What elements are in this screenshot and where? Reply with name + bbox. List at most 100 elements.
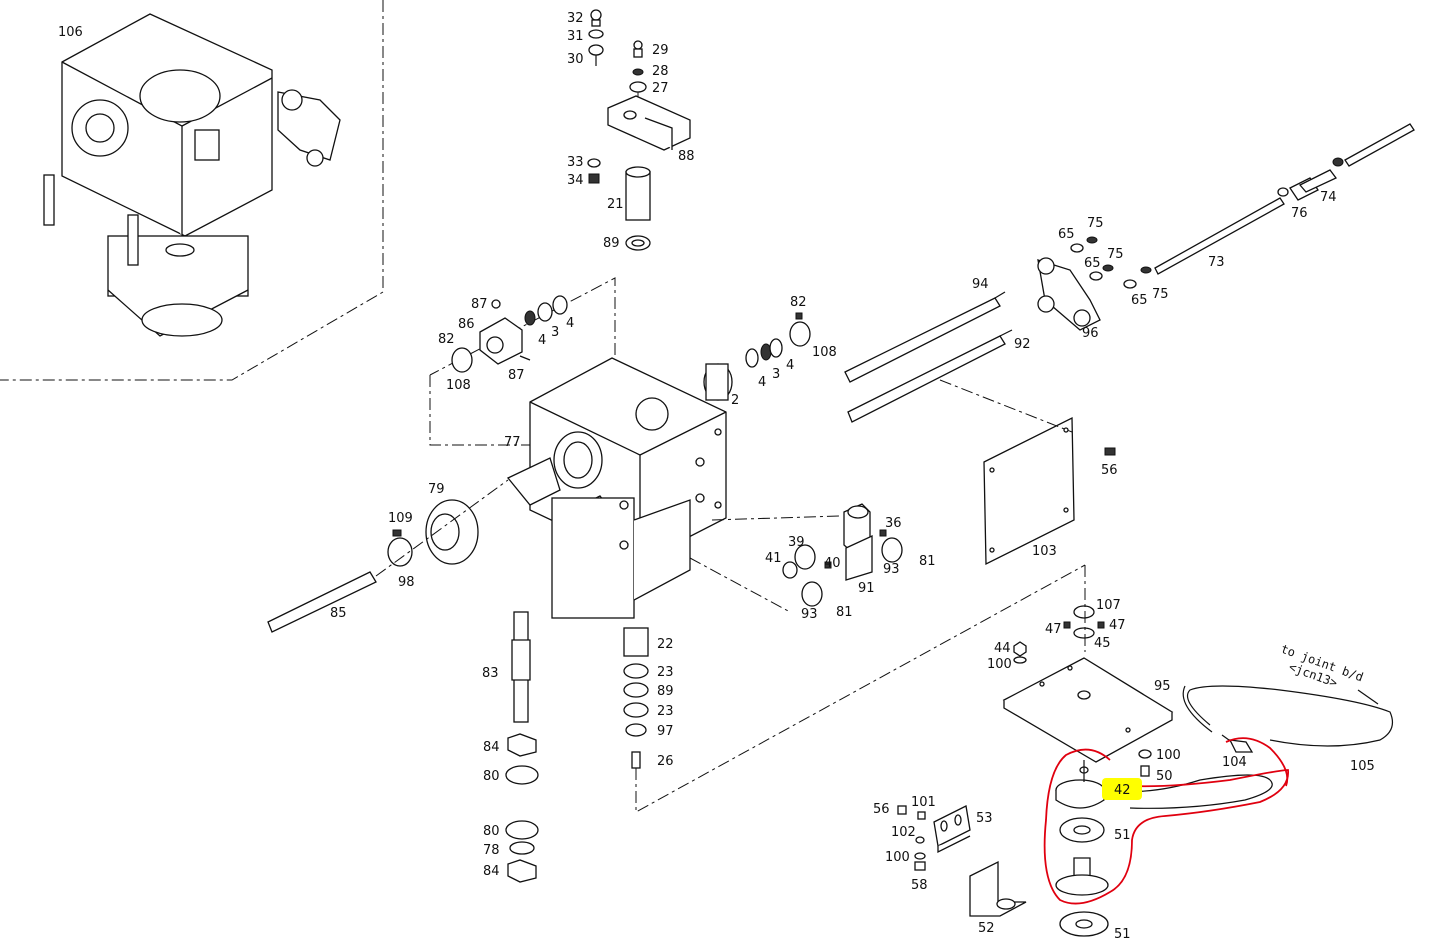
label-100-right: 100 <box>1156 748 1181 763</box>
label-44: 44 <box>994 641 1011 656</box>
label-95: 95 <box>1154 679 1171 694</box>
label-40: 40 <box>824 556 841 571</box>
label-80-top: 80 <box>483 769 500 784</box>
assembly-106 <box>43 13 341 337</box>
wheel-group <box>267 479 509 633</box>
label-85: 85 <box>330 606 347 621</box>
label-65-c: 65 <box>1131 293 1148 308</box>
label-29: 29 <box>652 43 669 58</box>
label-93-left: 93 <box>801 607 818 622</box>
label-84-bottom: 84 <box>483 864 500 879</box>
label-81-right: 81 <box>919 554 936 569</box>
label-106: 106 <box>58 25 83 40</box>
label-56-bottom: 56 <box>873 802 890 817</box>
label-41: 41 <box>765 551 782 566</box>
cable-105 <box>1103 685 1393 809</box>
label-65-a: 65 <box>1058 227 1075 242</box>
label-52: 52 <box>978 921 995 936</box>
label-23-a: 23 <box>657 665 674 680</box>
right-collar-group <box>703 312 811 401</box>
main-housing-77 <box>506 357 727 619</box>
label-94: 94 <box>972 277 989 292</box>
label-105: 105 <box>1350 759 1375 774</box>
label-31: 31 <box>567 29 584 44</box>
label-109: 109 <box>388 511 413 526</box>
label-97: 97 <box>657 724 674 739</box>
label-103: 103 <box>1032 544 1057 559</box>
label-92: 92 <box>1014 337 1031 352</box>
label-34: 34 <box>567 173 584 188</box>
label-33: 33 <box>567 155 584 170</box>
center-stack <box>623 564 1086 813</box>
label-39: 39 <box>788 535 805 550</box>
label-87-bottom: 87 <box>508 368 525 383</box>
label-51-bottom: 51 <box>1114 927 1131 942</box>
pin-group <box>689 503 903 613</box>
label-82-left: 82 <box>438 332 455 347</box>
part-labels: 106 32 31 30 29 28 27 88 33 34 21 89 87 … <box>58 11 1375 942</box>
motor-42-group <box>1055 760 1109 937</box>
label-74: 74 <box>1320 190 1337 205</box>
label-28: 28 <box>652 64 669 79</box>
label-3-left: 3 <box>551 325 559 340</box>
label-4-right-b: 4 <box>786 358 794 373</box>
label-73: 73 <box>1208 255 1225 270</box>
label-2: 2 <box>731 393 739 408</box>
label-65-b: 65 <box>1084 256 1101 271</box>
label-4-right-a: 4 <box>758 375 766 390</box>
label-27: 27 <box>652 81 669 96</box>
label-82-right: 82 <box>790 295 807 310</box>
label-50: 50 <box>1156 769 1173 784</box>
label-93-right: 93 <box>883 562 900 577</box>
cover-plate-103 <box>939 379 1116 566</box>
label-47-right: 47 <box>1109 618 1126 633</box>
shaft-group <box>844 123 1415 423</box>
label-4-left-b: 4 <box>538 333 546 348</box>
label-42-highlight <box>1102 778 1142 800</box>
inset-frame <box>0 0 384 381</box>
label-23-b: 23 <box>657 704 674 719</box>
left-collar-group <box>429 277 616 446</box>
label-78: 78 <box>483 843 500 858</box>
label-108-right: 108 <box>812 345 837 360</box>
label-108-left: 108 <box>446 378 471 393</box>
label-75-c: 75 <box>1152 287 1169 302</box>
label-47-left: 47 <box>1045 622 1062 637</box>
label-22: 22 <box>657 637 674 652</box>
label-42: 42 <box>1114 783 1131 798</box>
label-84-top: 84 <box>483 740 500 755</box>
label-107: 107 <box>1096 598 1121 613</box>
bracket-group <box>897 805 1027 917</box>
label-79: 79 <box>428 482 445 497</box>
label-30: 30 <box>567 52 584 67</box>
label-77: 77 <box>504 435 521 450</box>
label-89-center: 89 <box>657 684 674 699</box>
top-screw-group <box>587 9 691 251</box>
motor-plate-95 <box>1002 565 1174 777</box>
label-75-b: 75 <box>1107 247 1124 262</box>
label-89-top: 89 <box>603 236 620 251</box>
label-87-top: 87 <box>471 297 488 312</box>
label-83: 83 <box>482 666 499 681</box>
label-75-a: 75 <box>1087 216 1104 231</box>
label-101: 101 <box>911 795 936 810</box>
label-53: 53 <box>976 811 993 826</box>
label-80-bottom: 80 <box>483 824 500 839</box>
label-3-right: 3 <box>772 367 780 382</box>
label-32: 32 <box>567 11 584 26</box>
label-98: 98 <box>398 575 415 590</box>
label-58: 58 <box>911 878 928 893</box>
label-88: 88 <box>678 149 695 164</box>
label-81-left: 81 <box>836 605 853 620</box>
highlight-circle <box>1043 748 1289 905</box>
label-26: 26 <box>657 754 674 769</box>
left-stack <box>505 611 539 883</box>
label-96: 96 <box>1082 326 1099 341</box>
label-102: 102 <box>891 825 916 840</box>
label-76: 76 <box>1291 206 1308 221</box>
label-56-top: 56 <box>1101 463 1118 478</box>
label-4-left-a: 4 <box>566 316 574 331</box>
label-21: 21 <box>607 197 624 212</box>
label-91: 91 <box>858 581 875 596</box>
